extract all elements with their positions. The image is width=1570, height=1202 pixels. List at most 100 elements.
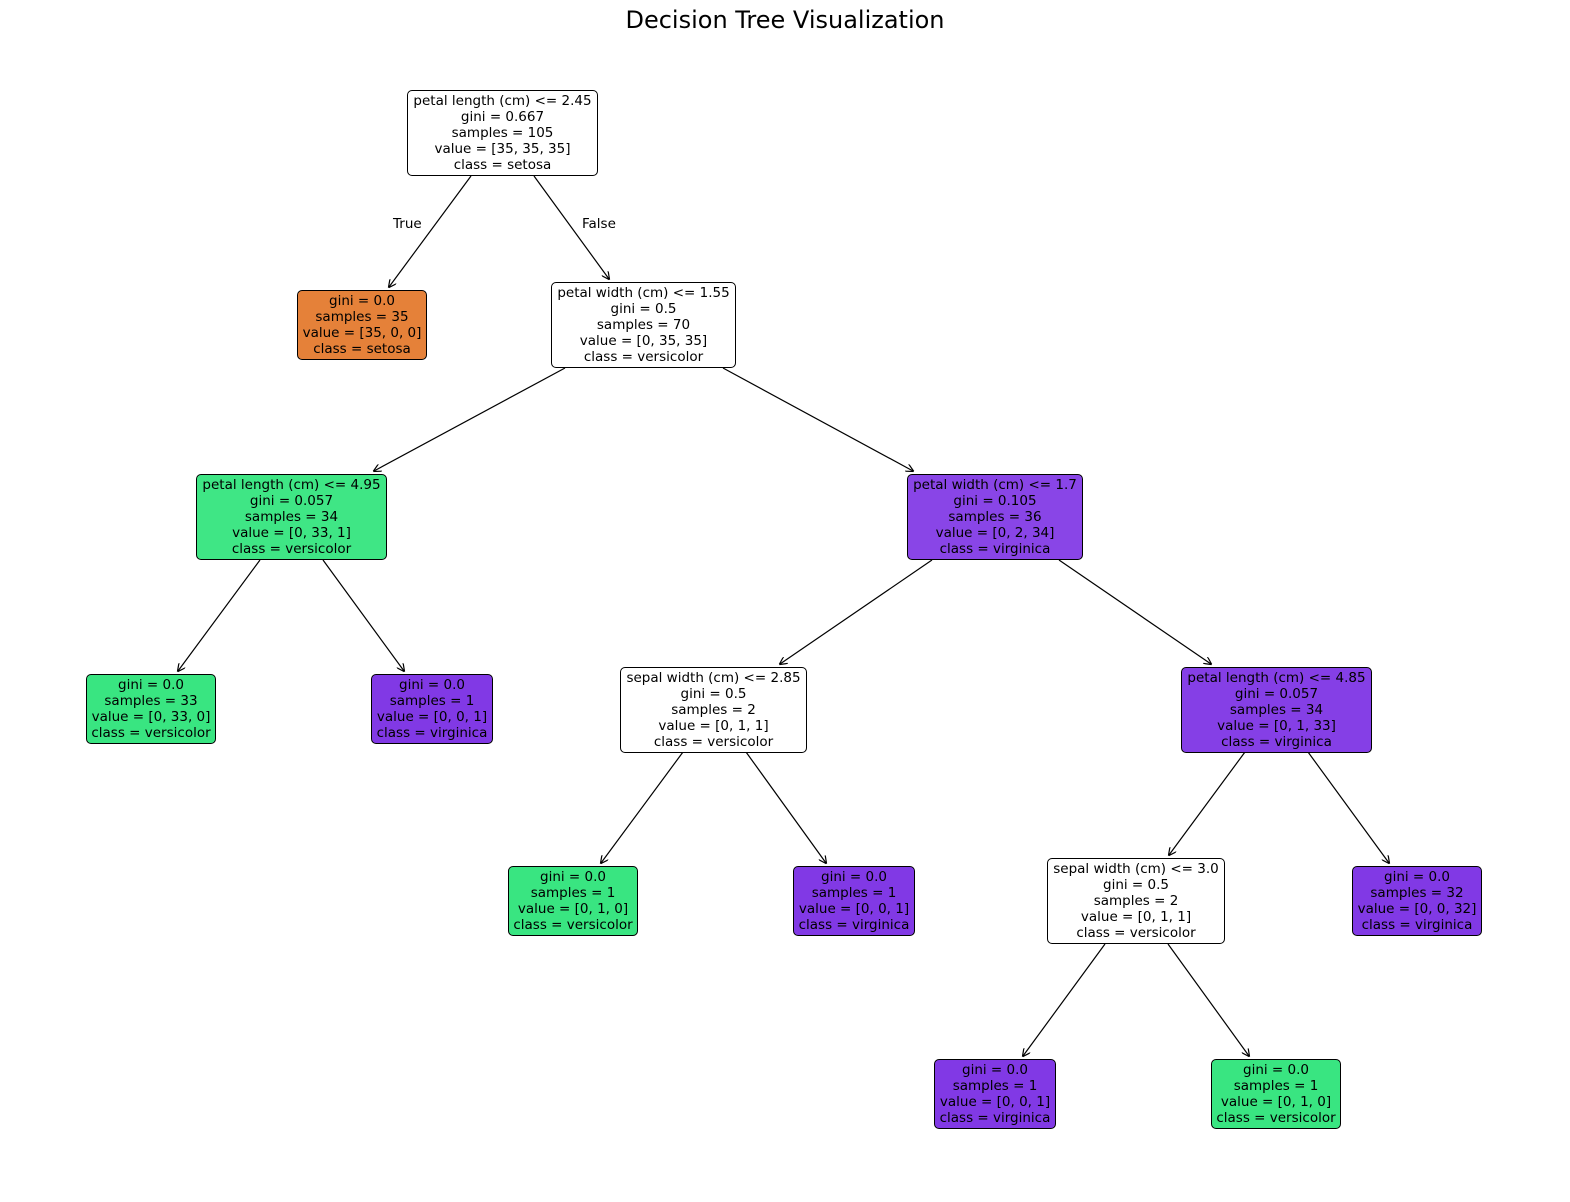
node-gini-text: gini = 0.057 <box>1234 686 1319 702</box>
node-class-text: class = virginica <box>1221 734 1332 750</box>
node-condition-text: petal length (cm) <= 2.45 <box>413 93 592 109</box>
node-class-text: class = versicolor <box>231 541 352 557</box>
node-gini-text: gini = 0.0 <box>1384 869 1450 885</box>
node-value-text: value = [0, 1, 1] <box>658 718 769 734</box>
edge-n2-n3 <box>374 367 566 471</box>
node-samples-text: samples = 32 <box>1370 885 1464 901</box>
node-samples-text: samples = 2 <box>1093 893 1179 909</box>
node-value-text: value = [0, 0, 1] <box>798 901 910 917</box>
node-samples-text: samples = 70 <box>596 317 691 333</box>
node-condition-text: sepal width (cm) <= 2.85 <box>626 670 801 686</box>
edge-n10-n11 <box>1169 751 1246 855</box>
edge-n7-n9 <box>745 751 826 863</box>
node-class-text: class = versicolor <box>513 917 633 933</box>
node-class-text: class = versicolor <box>1076 925 1196 941</box>
node-class-text: class = versicolor <box>653 734 774 750</box>
node-value-text: value = [0, 2, 34] <box>935 525 1055 541</box>
node-gini-text: gini = 0.5 <box>680 686 747 702</box>
node-gini-text: gini = 0.0 <box>329 293 395 309</box>
node-gini-text: gini = 0.0 <box>540 869 606 885</box>
edge-label-false: False <box>582 216 616 232</box>
node-samples-text: samples = 1 <box>811 885 897 901</box>
node-samples-text: samples = 105 <box>451 125 554 141</box>
node-samples-text: samples = 33 <box>104 693 198 709</box>
node-value-text: value = [0, 35, 35] <box>579 333 708 349</box>
node-samples-text: samples = 34 <box>1229 702 1324 718</box>
node-value-text: value = [0, 33, 1] <box>232 525 351 541</box>
node-class-text: class = versicolor <box>91 725 211 741</box>
node-gini-text: gini = 0.0 <box>821 869 887 885</box>
node-value-text: value = [0, 0, 1] <box>939 1094 1051 1110</box>
edge-n11-n13 <box>1023 943 1106 1056</box>
node-class-text: class = virginica <box>939 541 1051 557</box>
node-value-text: value = [35, 35, 35] <box>434 141 571 157</box>
node-samples-text: samples = 34 <box>244 509 339 525</box>
node-gini-text: gini = 0.057 <box>249 493 334 509</box>
node-samples-text: samples = 35 <box>315 309 409 325</box>
node-class-text: class = setosa <box>313 341 411 357</box>
node-gini-text: gini = 0.0 <box>962 1062 1028 1078</box>
node-condition-text: petal width (cm) <= 1.7 <box>913 477 1077 493</box>
node-class-text: class = setosa <box>453 157 552 173</box>
node-condition-text: petal length (cm) <= 4.85 <box>1187 670 1366 686</box>
node-class-text: class = virginica <box>1361 917 1473 933</box>
node-value-text: value = [0, 1, 1] <box>1080 909 1192 925</box>
node-value-text: value = [0, 1, 0] <box>1220 1094 1332 1110</box>
node-value-text: value = [35, 0, 0] <box>302 325 422 341</box>
edge-label-true: True <box>393 216 422 232</box>
node-value-text: value = [0, 1, 33] <box>1217 718 1336 734</box>
node-gini-text: gini = 0.0 <box>1243 1062 1309 1078</box>
node-class-text: class = virginica <box>939 1110 1051 1126</box>
node-value-text: value = [0, 1, 0] <box>517 901 629 917</box>
node-class-text: class = versicolor <box>1216 1110 1336 1126</box>
node-samples-text: samples = 1 <box>530 885 616 901</box>
node-gini-text: gini = 0.5 <box>610 301 677 317</box>
node-value-text: value = [0, 33, 0] <box>91 709 211 725</box>
node-samples-text: samples = 36 <box>948 509 1042 525</box>
edge-n6-n10 <box>1058 559 1211 664</box>
edge-n3-n5 <box>322 559 404 671</box>
edge-n0-n2 <box>533 175 609 279</box>
node-class-text: class = virginica <box>376 725 488 741</box>
edge-n0-n1 <box>389 175 472 287</box>
node-condition-text: petal width (cm) <= 1.55 <box>557 285 730 301</box>
node-value-text: value = [0, 0, 1] <box>376 709 488 725</box>
edge-n3-n4 <box>178 559 261 671</box>
node-condition-text: gini = 0.0 <box>118 677 184 693</box>
edge-n10-n12 <box>1307 751 1389 863</box>
node-gini-text: gini = 0.0 <box>399 677 465 693</box>
node-gini-text: gini = 0.5 <box>1103 877 1169 893</box>
node-samples-text: samples = 1 <box>952 1078 1038 1094</box>
edge-n7-n8 <box>601 751 684 863</box>
node-samples-text: samples = 1 <box>1233 1078 1319 1094</box>
node-class-text: class = versicolor <box>583 349 704 365</box>
node-value-text: value = [0, 0, 32] <box>1357 901 1477 917</box>
node-class-text: class = virginica <box>798 917 910 933</box>
node-condition-text: petal length (cm) <= 4.95 <box>202 477 381 493</box>
edge-n6-n7 <box>780 559 933 664</box>
node-gini-text: gini = 0.667 <box>460 109 545 125</box>
node-samples-text: samples = 2 <box>671 702 756 718</box>
edge-n2-n6 <box>722 367 913 471</box>
node-samples-text: samples = 1 <box>389 693 475 709</box>
node-gini-text: gini = 0.105 <box>953 493 1037 509</box>
chart-title: Decision Tree Visualization <box>625 6 945 34</box>
node-condition-text: sepal width (cm) <= 3.0 <box>1053 861 1219 877</box>
